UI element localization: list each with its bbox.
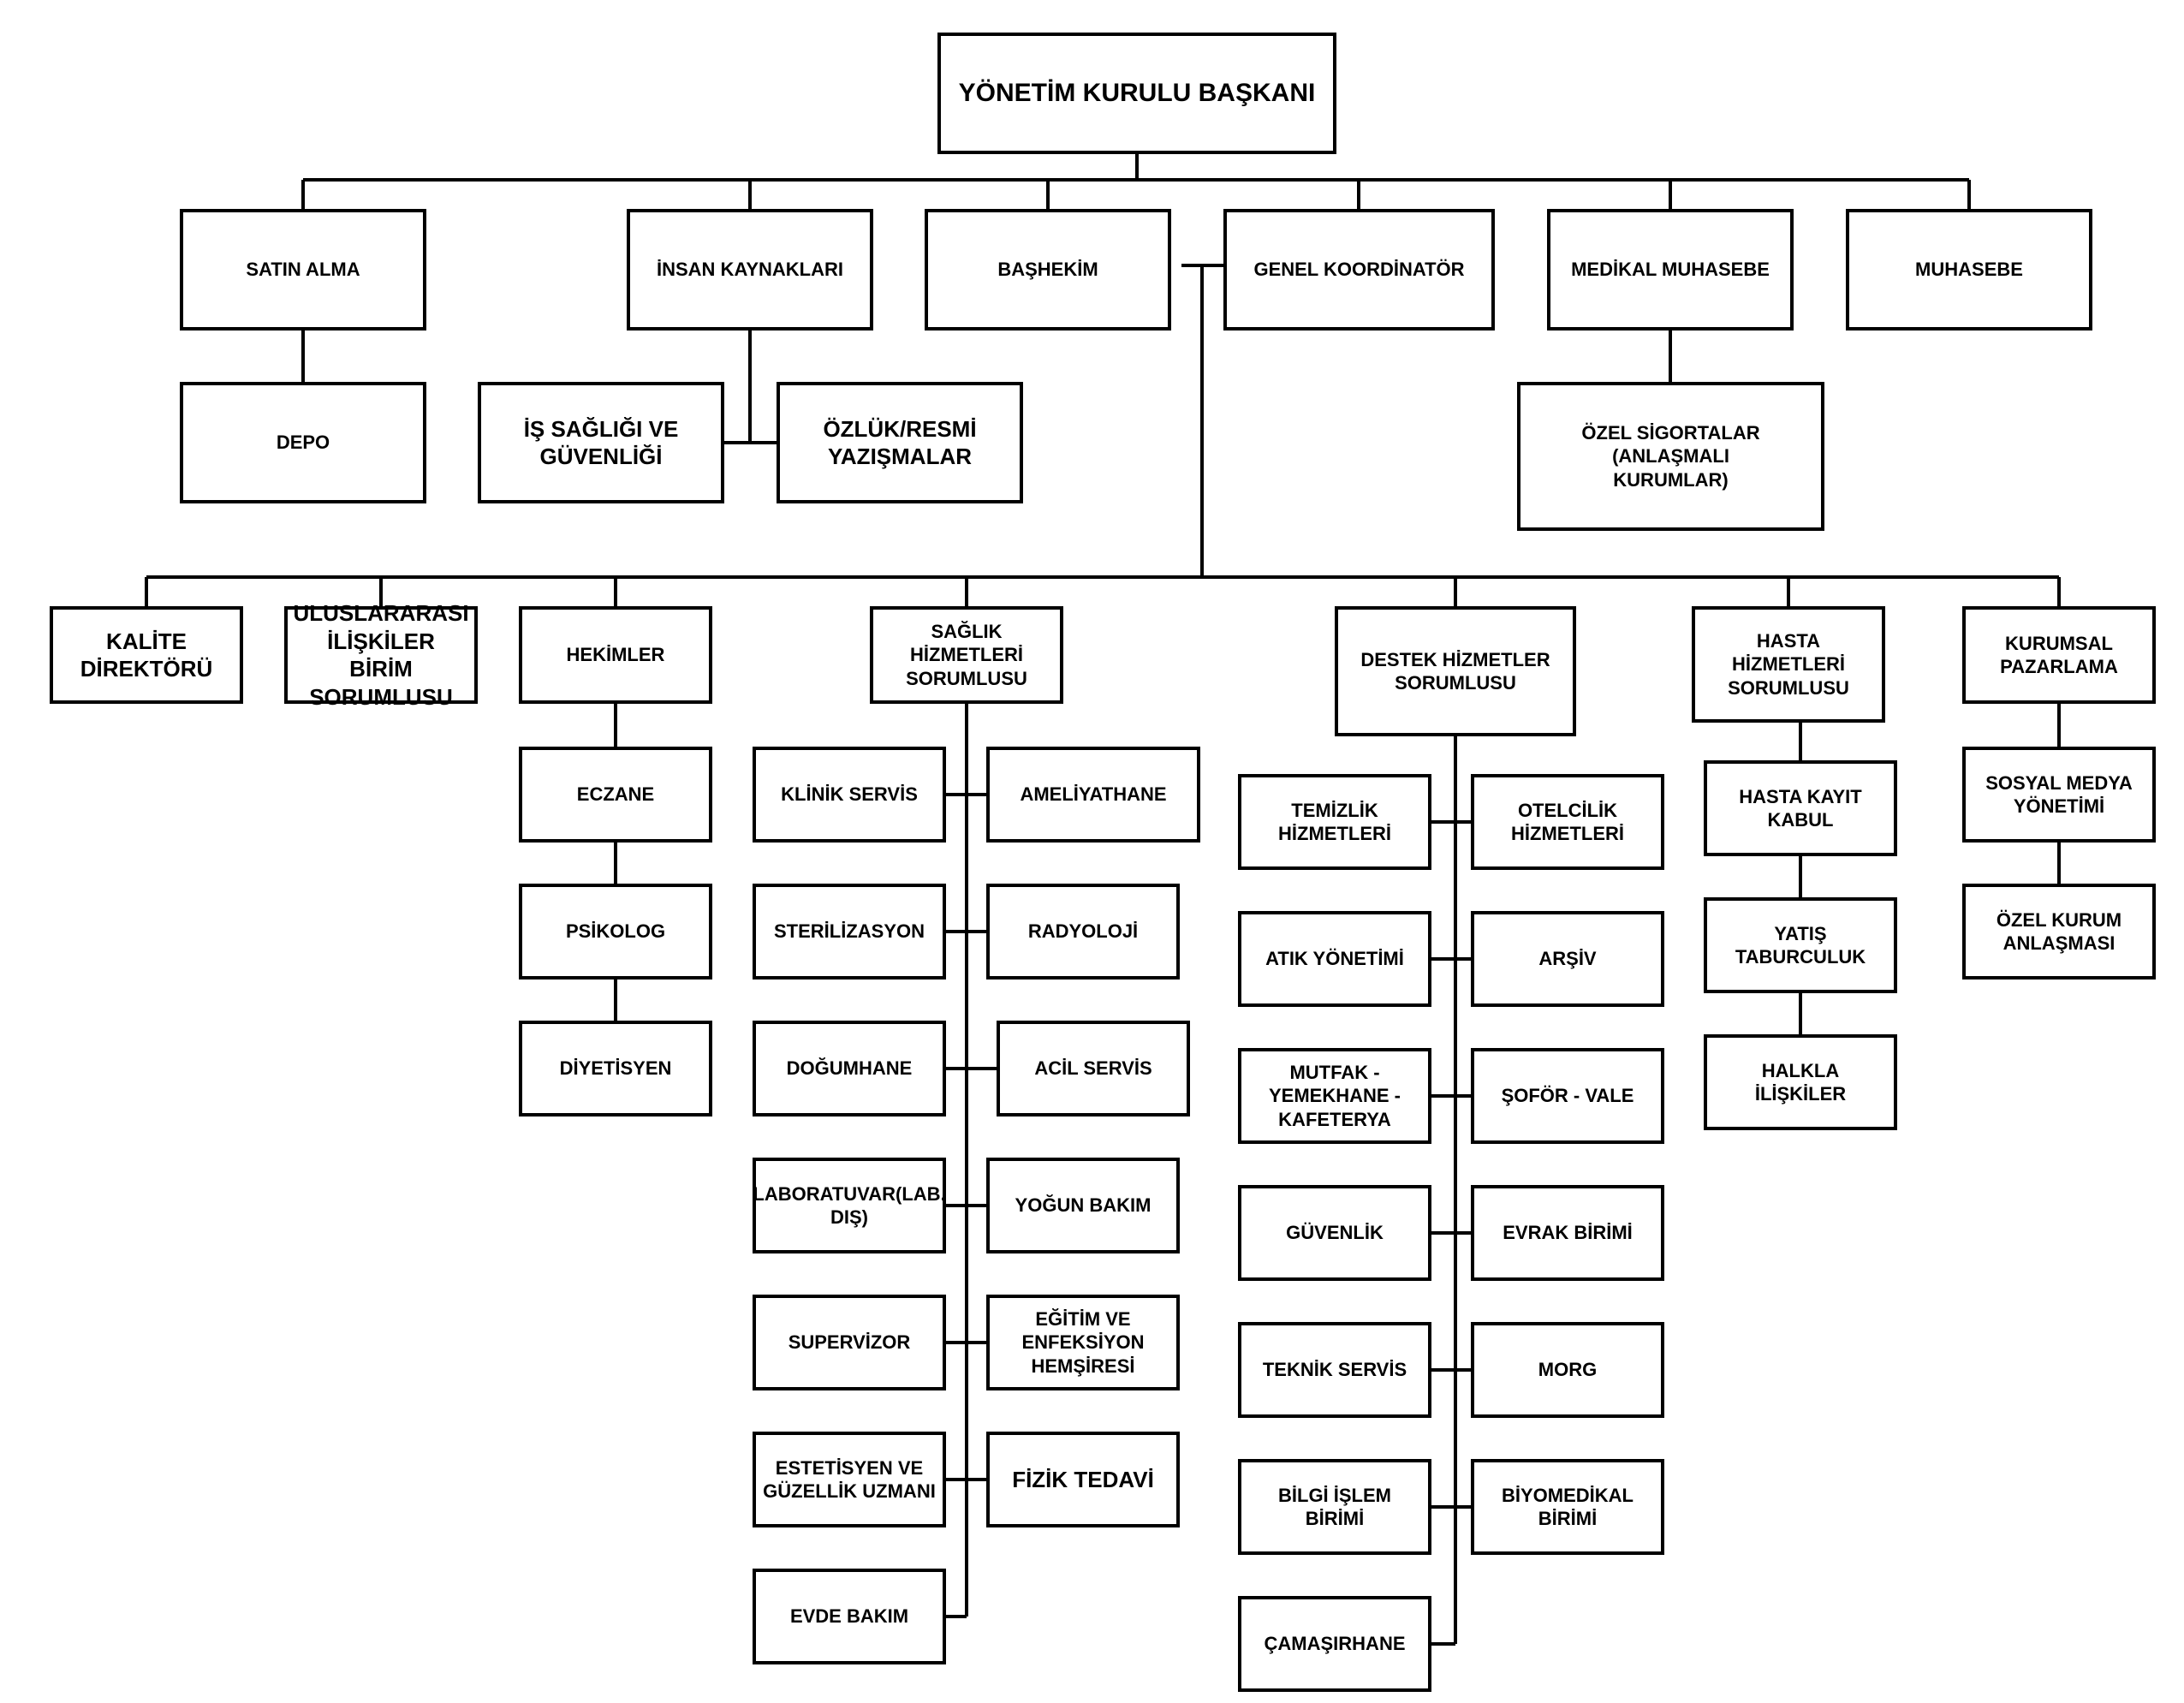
node-camasirhane: ÇAMAŞIRHANE xyxy=(1238,1596,1431,1692)
node-hasta-hizmetleri: HASTA HİZMETLERİ SORUMLUSU xyxy=(1692,606,1885,723)
node-ozel-kurum: ÖZEL KURUM ANLAŞMASI xyxy=(1962,884,2156,980)
node-guvenlik: GÜVENLİK xyxy=(1238,1185,1431,1281)
node-ozel-sigortalar: ÖZEL SİGORTALAR (ANLAŞMALI KURUMLAR) xyxy=(1517,382,1824,531)
node-acil-servis: ACİL SERVİS xyxy=(997,1021,1190,1116)
node-atik: ATIK YÖNETİMİ xyxy=(1238,911,1431,1007)
node-temizlik: TEMİZLİK HİZMETLERİ xyxy=(1238,774,1431,870)
node-bilgi-islem: BİLGİ İŞLEM BİRİMİ xyxy=(1238,1459,1431,1555)
node-halkla: HALKLA İLİŞKİLER xyxy=(1704,1034,1897,1130)
node-kalite: KALİTE DİREKTÖRÜ xyxy=(50,606,243,704)
node-psikolog: PSİKOLOG xyxy=(519,884,712,980)
node-genel-koordinator: GENEL KOORDİNATÖR xyxy=(1223,209,1495,330)
node-medikal-muhasebe: MEDİKAL MUHASEBE xyxy=(1547,209,1794,330)
node-ameliyathane: AMELİYATHANE xyxy=(986,747,1200,843)
node-arsiv: ARŞİV xyxy=(1471,911,1664,1007)
node-evrak: EVRAK BİRİMİ xyxy=(1471,1185,1664,1281)
node-muhasebe: MUHASEBE xyxy=(1846,209,2092,330)
node-supervizor: SUPERVİZOR xyxy=(753,1295,946,1390)
node-bashekim: BAŞHEKİM xyxy=(925,209,1171,330)
node-mutfak: MUTFAK - YEMEKHANE - KAFETERYA xyxy=(1238,1048,1431,1144)
node-laboratuvar: LABORATUVAR(LAB. DIŞ) xyxy=(753,1158,946,1253)
node-egitim: EĞİTİM VE ENFEKSİYON HEMŞİRESİ xyxy=(986,1295,1180,1390)
node-depo: DEPO xyxy=(180,382,426,503)
node-ozluk: ÖZLÜK/RESMİ YAZIŞMALAR xyxy=(777,382,1023,503)
node-satin-alma: SATIN ALMA xyxy=(180,209,426,330)
node-diyetisyen: DİYETİSYEN xyxy=(519,1021,712,1116)
node-biyomedikal: BİYOMEDİKAL BİRİMİ xyxy=(1471,1459,1664,1555)
node-teknik: TEKNİK SERVİS xyxy=(1238,1322,1431,1418)
node-kurumsal: KURUMSAL PAZARLAMA xyxy=(1962,606,2156,704)
node-destek-hizmetler: DESTEK HİZMETLER SORUMLUSU xyxy=(1335,606,1576,736)
node-morg: MORG xyxy=(1471,1322,1664,1418)
node-klinik-servis: KLİNİK SERVİS xyxy=(753,747,946,843)
node-sosyal-medya: SOSYAL MEDYA YÖNETİMİ xyxy=(1962,747,2156,843)
node-hasta-kayit: HASTA KAYIT KABUL xyxy=(1704,760,1897,856)
node-sofor: ŞOFÖR - VALE xyxy=(1471,1048,1664,1144)
node-yogun-bakim: YOĞUN BAKIM xyxy=(986,1158,1180,1253)
node-evde-bakim: EVDE BAKIM xyxy=(753,1569,946,1664)
node-dogumhane: DOĞUMHANE xyxy=(753,1021,946,1116)
node-root: YÖNETİM KURULU BAŞKANI xyxy=(937,33,1336,154)
node-fizik-tedavi: FİZİK TEDAVİ xyxy=(986,1432,1180,1527)
node-hekimler: HEKİMLER xyxy=(519,606,712,704)
node-is-sagligi: İŞ SAĞLIĞI VE GÜVENLİĞİ xyxy=(478,382,724,503)
node-eczane: ECZANE xyxy=(519,747,712,843)
node-otelcilik: OTELCİLİK HİZMETLERİ xyxy=(1471,774,1664,870)
node-radyoloji: RADYOLOJİ xyxy=(986,884,1180,980)
node-yatis: YATIŞ TABURCULUK xyxy=(1704,897,1897,993)
node-saglik-hizmetleri: SAĞLIK HİZMETLERİ SORUMLUSU xyxy=(870,606,1063,704)
node-insan-kaynaklari: İNSAN KAYNAKLARI xyxy=(627,209,873,330)
node-estetisyen: ESTETİSYEN VE GÜZELLİK UZMANI xyxy=(753,1432,946,1527)
node-uluslararasi: ULUSLARARASI İLİŞKİLER BİRİM SORUMLUSU xyxy=(284,600,478,710)
node-sterilizasyon: STERİLİZASYON xyxy=(753,884,946,980)
